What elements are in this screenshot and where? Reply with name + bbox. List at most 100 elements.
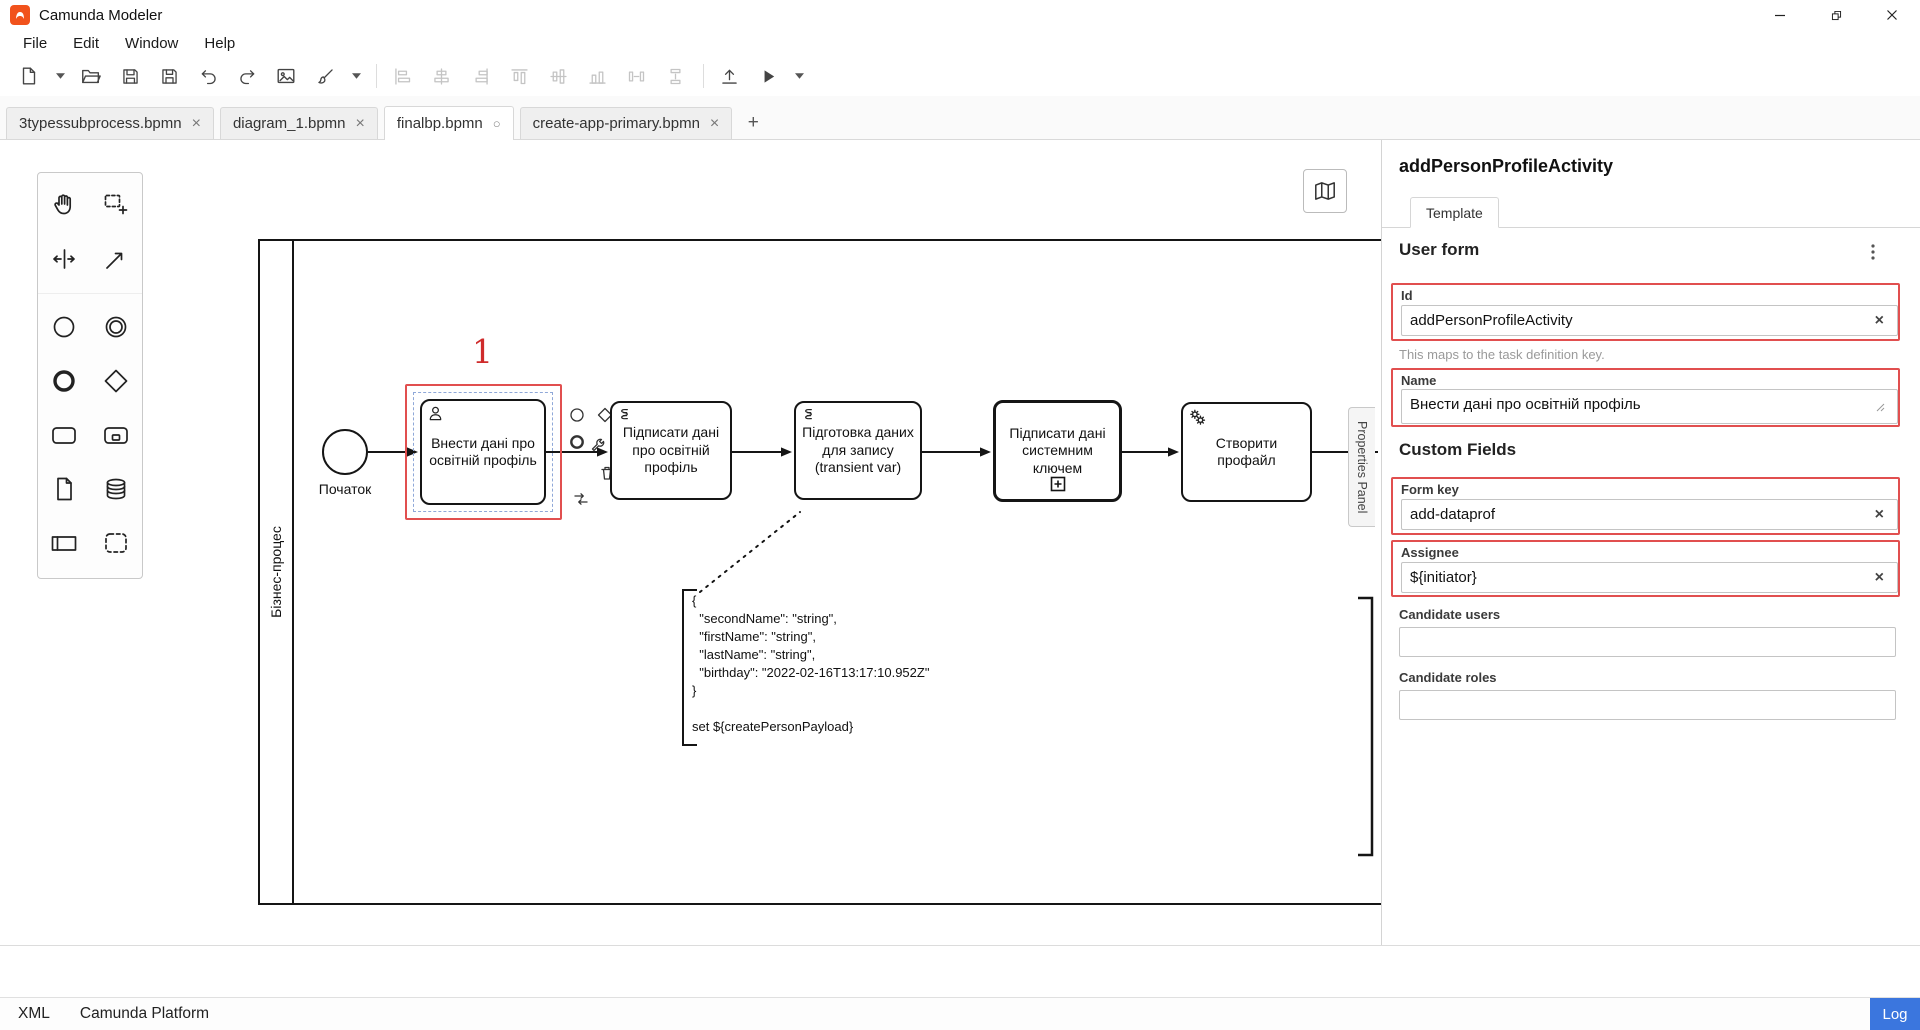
start-instance-dropdown-icon[interactable] bbox=[792, 61, 806, 91]
clear-form-key-icon[interactable]: × bbox=[1875, 507, 1884, 523]
engine-indicator[interactable]: Camunda Platform bbox=[80, 1005, 209, 1023]
minimize-icon[interactable] bbox=[1752, 0, 1808, 30]
subprocess-plus-marker-icon[interactable] bbox=[1050, 476, 1066, 497]
clear-id-icon[interactable]: × bbox=[1875, 313, 1884, 329]
task-sign-profile-data[interactable]: Підписати дані про освітній профіль bbox=[610, 401, 732, 500]
tab-label: 3typessubprocess.bpmn bbox=[19, 115, 182, 132]
camunda-logo-icon bbox=[10, 5, 30, 25]
deploy-button[interactable] bbox=[714, 61, 744, 91]
form-key-field-label: Form key bbox=[1401, 482, 1459, 497]
task-label: Створити профайл bbox=[1187, 435, 1306, 470]
align-bottom-icon[interactable] bbox=[582, 61, 612, 91]
assignee-input[interactable] bbox=[1401, 562, 1898, 593]
tab-label: finalbp.bpmn bbox=[397, 115, 483, 132]
start-instance-button[interactable] bbox=[753, 61, 783, 91]
id-field-label: Id bbox=[1401, 288, 1413, 303]
undo-icon[interactable] bbox=[193, 61, 223, 91]
align-center-icon[interactable] bbox=[426, 61, 456, 91]
new-diagram-dropdown-icon[interactable] bbox=[53, 61, 67, 91]
user-task-add-profile[interactable]: Внести дані про освітній профіль bbox=[420, 399, 546, 505]
text-annotation[interactable]: { "secondName": "string", "firstName": "… bbox=[692, 592, 929, 736]
bpmn-canvas[interactable]: Бізнес-процес bbox=[0, 140, 1381, 945]
candidate-users-input[interactable] bbox=[1399, 627, 1896, 657]
new-diagram-button[interactable] bbox=[14, 61, 44, 91]
main-area: Бізнес-процес bbox=[0, 140, 1920, 946]
tab-template[interactable]: Template bbox=[1410, 197, 1499, 228]
tab-label: create-app-primary.bpmn bbox=[533, 115, 700, 132]
xml-toggle[interactable]: XML bbox=[18, 1005, 50, 1023]
save-as-button[interactable] bbox=[154, 61, 184, 91]
candidate-roles-input[interactable] bbox=[1399, 690, 1896, 720]
toolbar-separator bbox=[703, 64, 704, 88]
align-top-icon[interactable] bbox=[504, 61, 534, 91]
distribute-vertical-icon[interactable] bbox=[660, 61, 690, 91]
task-label: Підписати дані системним ключем bbox=[1000, 425, 1115, 478]
status-bar: XML Camunda Platform Log bbox=[0, 997, 1920, 1030]
export-image-button[interactable] bbox=[271, 61, 301, 91]
distribute-horizontal-icon[interactable] bbox=[621, 61, 651, 91]
user-task-icon bbox=[427, 405, 444, 427]
align-middle-icon[interactable] bbox=[543, 61, 573, 91]
screenshot-annotation-number: 1 bbox=[472, 332, 493, 371]
tab-finalbp-active[interactable]: finalbp.bpmn ○ bbox=[384, 106, 514, 140]
set-color-button[interactable] bbox=[310, 61, 340, 91]
connect-icon[interactable] bbox=[572, 490, 590, 508]
align-right-icon[interactable] bbox=[465, 61, 495, 91]
task-label: Підписати дані про освітній профіль bbox=[616, 424, 726, 477]
tab-close-icon[interactable]: × bbox=[192, 115, 201, 133]
assignee-field-label: Assignee bbox=[1401, 545, 1459, 560]
sequence-flows bbox=[0, 140, 1381, 945]
tab-diagram-1[interactable]: diagram_1.bpmn × bbox=[220, 107, 378, 139]
redo-icon[interactable] bbox=[232, 61, 262, 91]
screenshot-annotation-box: Assignee × bbox=[1391, 540, 1900, 597]
start-event[interactable] bbox=[322, 429, 368, 475]
service-task-gears-icon bbox=[1188, 408, 1207, 432]
menu-edit[interactable]: Edit bbox=[60, 32, 112, 55]
properties-panel-toggle[interactable]: Properties Panel bbox=[1348, 407, 1375, 527]
window-title: Camunda Modeler bbox=[39, 7, 162, 24]
name-field-label: Name bbox=[1401, 373, 1436, 388]
screenshot-annotation-box: Form key × bbox=[1391, 477, 1900, 535]
menu-help[interactable]: Help bbox=[191, 32, 248, 55]
menu-file[interactable]: File bbox=[10, 32, 60, 55]
task-label: Внести дані про освітній профіль bbox=[426, 435, 540, 470]
restore-icon[interactable] bbox=[1808, 0, 1864, 30]
resize-handle-icon[interactable] bbox=[1876, 399, 1885, 417]
element-id-title: addPersonProfileActivity bbox=[1399, 156, 1613, 177]
tab-close-icon[interactable]: × bbox=[356, 115, 365, 133]
id-help-text: This maps to the task definition key. bbox=[1399, 347, 1605, 362]
menu-window[interactable]: Window bbox=[112, 32, 191, 55]
form-key-input[interactable] bbox=[1401, 499, 1898, 530]
close-icon[interactable] bbox=[1864, 0, 1920, 30]
script-task-icon bbox=[801, 407, 816, 427]
log-button[interactable]: Log bbox=[1870, 998, 1920, 1030]
bottom-strip bbox=[0, 947, 1920, 997]
clear-assignee-icon[interactable]: × bbox=[1875, 570, 1884, 586]
new-tab-button[interactable]: + bbox=[738, 107, 768, 139]
align-left-icon[interactable] bbox=[387, 61, 417, 91]
task-label: Підготовка даних для запису (transient v… bbox=[800, 424, 916, 477]
set-color-dropdown-icon[interactable] bbox=[349, 61, 363, 91]
name-input[interactable] bbox=[1401, 389, 1898, 424]
title-bar: Camunda Modeler bbox=[0, 0, 1920, 30]
change-type-wrench-icon[interactable] bbox=[589, 436, 607, 454]
tab-3typessubprocess[interactable]: 3typessubprocess.bpmn × bbox=[6, 107, 214, 139]
tab-close-icon[interactable]: × bbox=[710, 115, 719, 133]
candidate-users-field-label: Candidate users bbox=[1399, 607, 1896, 622]
candidate-roles-field-label: Candidate roles bbox=[1399, 670, 1896, 685]
service-task-create-profile[interactable]: Створити профайл bbox=[1181, 402, 1312, 502]
kebab-menu-icon[interactable] bbox=[1864, 242, 1882, 262]
save-button[interactable] bbox=[115, 61, 145, 91]
properties-panel-toggle-label: Properties Panel bbox=[1355, 421, 1369, 513]
subprocess-sign-system-key[interactable]: Підписати дані системним ключем bbox=[993, 400, 1122, 502]
screenshot-annotation-box: Id × bbox=[1391, 283, 1900, 341]
append-end-event-icon[interactable] bbox=[568, 433, 586, 451]
toolbar-separator bbox=[376, 64, 377, 88]
append-event-icon[interactable] bbox=[568, 406, 586, 424]
script-task-prepare-data[interactable]: Підготовка даних для запису (transient v… bbox=[794, 401, 922, 500]
open-file-button[interactable] bbox=[76, 61, 106, 91]
tab-bar: 3typessubprocess.bpmn × diagram_1.bpmn ×… bbox=[0, 96, 1920, 140]
toolbar bbox=[0, 56, 1920, 96]
tab-create-app-primary[interactable]: create-app-primary.bpmn × bbox=[520, 107, 733, 139]
id-input[interactable] bbox=[1401, 305, 1898, 336]
